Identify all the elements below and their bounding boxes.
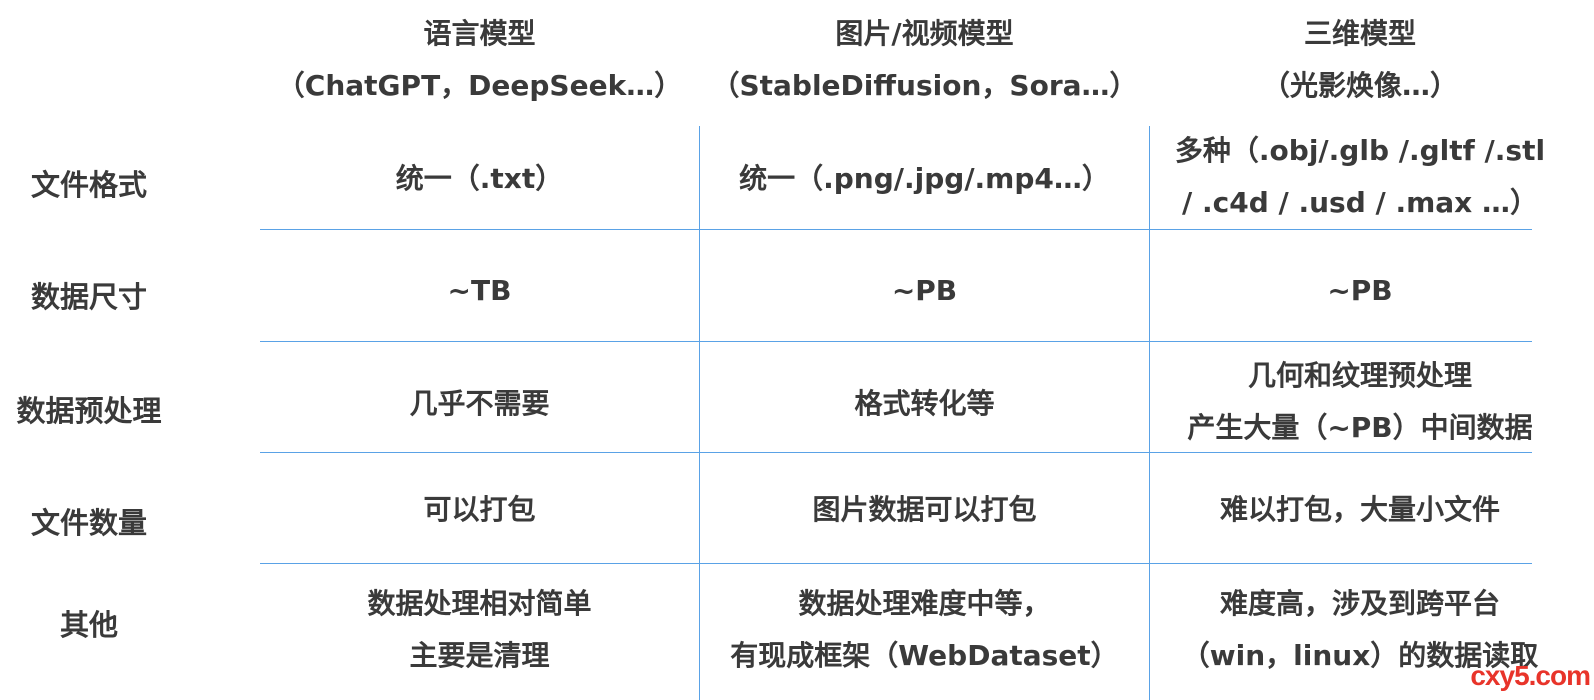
cell-line: 主要是清理 <box>409 639 550 672</box>
cell-line: 难度高，涉及到跨平台 <box>1219 587 1500 620</box>
table-cell: ~PB <box>700 265 1149 317</box>
cell-line: 格式转化等 <box>854 387 995 420</box>
table-cell: 多种（.obj/.glb /.gltf /.stl / .c4d / .usd … <box>1150 125 1570 229</box>
cell-line: 几何和纹理预处理 <box>1247 359 1472 392</box>
grid-horizontal-line-3 <box>260 452 1532 453</box>
table-cell: 统一（.png/.jpg/.mp4…） <box>700 153 1149 205</box>
row-label-file-format: 文件格式 <box>30 168 147 202</box>
table-cell: 数据处理相对简单 主要是清理 <box>260 578 699 682</box>
column-title: 语言模型 <box>423 17 536 50</box>
table-cell: 难以打包，大量小文件 <box>1150 484 1570 536</box>
table-cell: ~TB <box>260 265 699 317</box>
column-subtitle: （StableDiffusion，Sora…） <box>711 69 1138 102</box>
table-cell: 几何和纹理预处理 产生大量（~PB）中间数据 <box>1150 350 1570 454</box>
grid-vertical-line-1 <box>699 126 700 700</box>
table-cell: 可以打包 <box>260 484 699 536</box>
table-cell: ~PB <box>1150 265 1570 317</box>
cell-line: 数据处理难度中等， <box>798 587 1051 620</box>
column-subtitle: （光影焕像…） <box>1261 69 1458 102</box>
grid-horizontal-line-2 <box>260 341 1532 342</box>
watermark: cxy5.com <box>1470 660 1591 691</box>
cell-line: ~PB <box>891 274 958 307</box>
grid-horizontal-line-4 <box>260 563 1532 564</box>
cell-line: 产生大量（~PB）中间数据 <box>1187 411 1533 444</box>
column-header-language-model: 语言模型 （ChatGPT，DeepSeek…） <box>260 8 699 112</box>
cell-line: 可以打包 <box>423 493 536 526</box>
table-cell: 数据处理难度中等， 有现成框架（WebDataset） <box>700 578 1149 682</box>
cell-line: （win，linux）的数据读取 <box>1181 639 1539 672</box>
cell-line: 有现成框架（WebDataset） <box>730 639 1119 672</box>
cell-line: ~TB <box>447 274 512 307</box>
row-label-other: 其他 <box>59 608 118 642</box>
table-cell: 几乎不需要 <box>260 378 699 430</box>
column-header-image-video-model: 图片/视频模型 （StableDiffusion，Sora…） <box>700 8 1149 112</box>
row-label-file-count: 文件数量 <box>30 506 147 540</box>
cell-line: 统一（.png/.jpg/.mp4…） <box>739 162 1110 195</box>
table-cell: 难度高，涉及到跨平台 （win，linux）的数据读取 <box>1150 578 1570 682</box>
table-cell: 格式转化等 <box>700 378 1149 430</box>
column-title: 三维模型 <box>1303 17 1416 50</box>
cell-line: 多种（.obj/.glb /.gltf /.stl <box>1174 134 1546 167</box>
cell-line: 图片数据可以打包 <box>812 493 1037 526</box>
cell-line: 统一（.txt） <box>395 162 564 195</box>
column-subtitle: （ChatGPT，DeepSeek…） <box>276 69 683 102</box>
cell-line: 几乎不需要 <box>409 387 550 420</box>
cell-line: 难以打包，大量小文件 <box>1219 493 1500 526</box>
table-cell: 统一（.txt） <box>260 153 699 205</box>
row-label-data-size: 数据尺寸 <box>30 280 147 314</box>
cell-line: 数据处理相对简单 <box>367 587 592 620</box>
column-title: 图片/视频模型 <box>835 17 1014 50</box>
cell-line: / .c4d / .usd / .max …） <box>1182 186 1538 219</box>
table-cell: 图片数据可以打包 <box>700 484 1149 536</box>
grid-vertical-line-2 <box>1149 126 1150 700</box>
column-header-3d-model: 三维模型 （光影焕像…） <box>1150 8 1570 112</box>
cell-line: ~PB <box>1327 274 1393 307</box>
row-label-data-preprocessing: 数据预处理 <box>16 394 162 428</box>
grid-horizontal-line-1 <box>260 229 1532 230</box>
